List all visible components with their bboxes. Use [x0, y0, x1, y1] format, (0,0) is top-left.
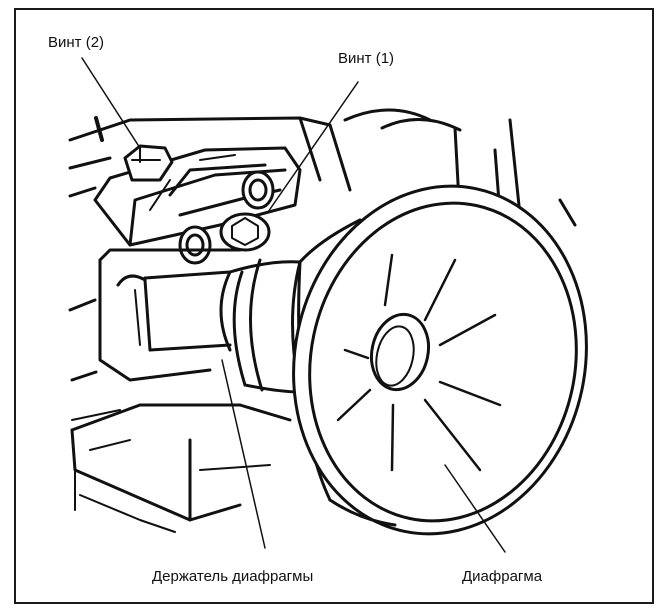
- leader-screw-2: [81, 57, 141, 149]
- label-screw-1: Винт (1): [338, 50, 395, 67]
- screw-2-head: [123, 144, 174, 182]
- bolt-eye-top: [241, 170, 275, 210]
- base-block: [70, 403, 292, 533]
- diaphragm-disc: [292, 184, 588, 536]
- label-screw-2: Винт (2): [48, 34, 105, 51]
- figure-frame: [14, 8, 654, 604]
- machine-background: [68, 108, 577, 421]
- leader-screw-1: [267, 81, 359, 213]
- label-diaphragm: Диафрагма: [462, 568, 543, 585]
- leader-holder: [221, 359, 266, 549]
- label-diaphragm-holder: Держатель диафрагмы: [152, 568, 314, 585]
- holder-body: [98, 248, 302, 394]
- bolt-eye-left: [178, 225, 212, 265]
- screw-1-head: [219, 212, 271, 252]
- leader-diaphragm: [444, 464, 506, 553]
- leader-lines: [81, 57, 506, 553]
